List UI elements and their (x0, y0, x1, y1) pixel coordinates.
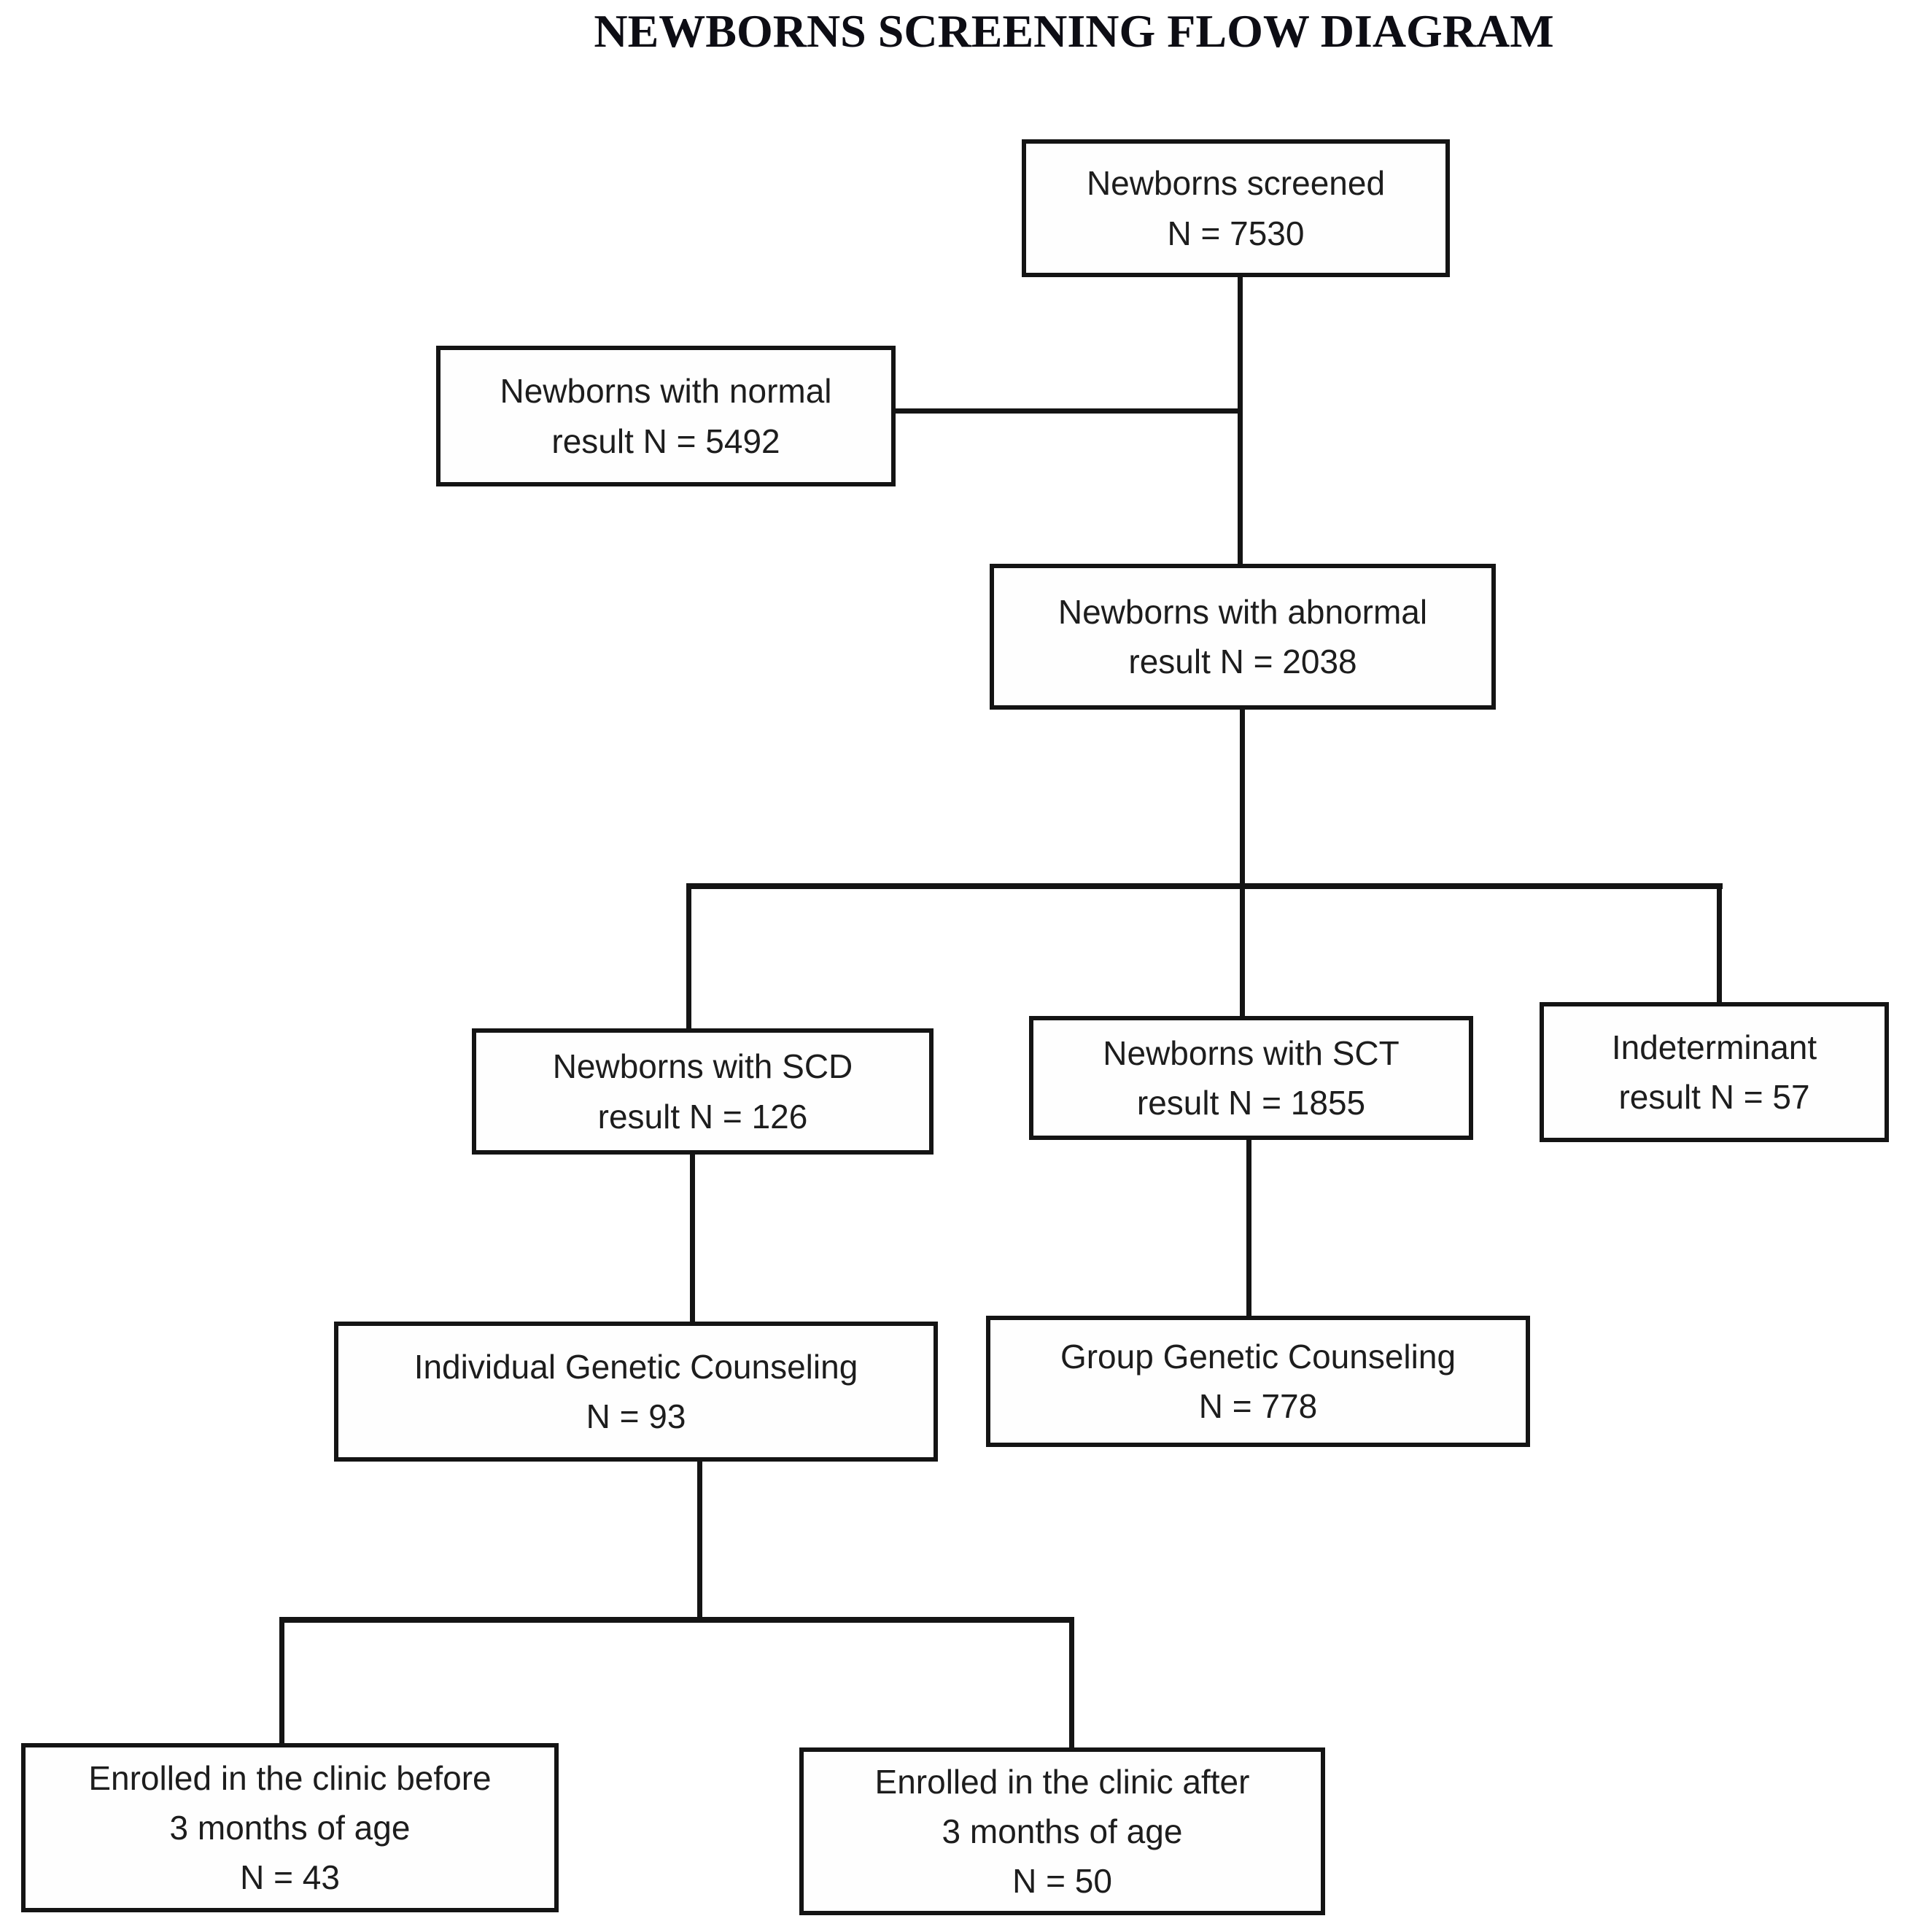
node-text-line: Indeterminant (1611, 1028, 1817, 1066)
node-text-line: N = 778 (1198, 1387, 1318, 1425)
node-newborns-screened: Newborns screened N = 7530 (1022, 139, 1450, 277)
node-text-line: 3 months of age (942, 1812, 1183, 1850)
node-group-genetic-counseling: Group Genetic Counseling N = 778 (986, 1316, 1530, 1447)
node-text-line: N = 93 (586, 1397, 686, 1435)
node-scd-result: Newborns with SCD result N = 126 (472, 1028, 934, 1155)
node-text-line: result N = 2038 (1128, 643, 1357, 680)
connector-individual-to-branch2 (697, 1459, 702, 1622)
connector-branch-horizontal (686, 883, 1723, 889)
node-text-line: Individual Genetic Counseling (414, 1347, 858, 1386)
node-text-line: 3 months of age (169, 1808, 411, 1847)
node-text-line: Enrolled in the clinic before (88, 1758, 492, 1797)
node-sct-result: Newborns with SCT result N = 1855 (1029, 1016, 1473, 1140)
diagram-title: NEWBORNS SCREENING FLOW DIAGRAM (594, 5, 1554, 57)
node-text-line: result N = 1855 (1136, 1084, 1366, 1122)
node-text-line: Newborns screened (1086, 164, 1386, 203)
node-text-line: Newborns with abnormal (1057, 592, 1428, 631)
node-text-line: Newborns with SCD (552, 1047, 853, 1086)
connector-branch-to-scd (686, 883, 691, 1031)
node-enrolled-before-3-months: Enrolled in the clinic before 3 months o… (21, 1743, 559, 1912)
node-indeterminant-result: Indeterminant result N = 57 (1540, 1002, 1889, 1142)
node-text-line: N = 7530 (1167, 214, 1305, 252)
connector-branch-to-sct (1240, 883, 1245, 1020)
node-text-line: Enrolled in the clinic after (874, 1762, 1250, 1801)
connector-sct-to-group (1246, 1136, 1251, 1320)
connector-scd-to-individual (690, 1151, 695, 1326)
connector-branch2-horizontal (279, 1617, 1074, 1623)
node-text-line: Newborns with SCT (1103, 1033, 1400, 1072)
node-text-line: result N = 5492 (551, 422, 780, 460)
node-text-line: Group Genetic Counseling (1060, 1337, 1456, 1376)
node-text-line: result N = 126 (597, 1097, 808, 1136)
connector-screened-to-normal (891, 408, 1242, 414)
node-individual-genetic-counseling: Individual Genetic Counseling N = 93 (334, 1322, 938, 1462)
node-text-line: N = 43 (240, 1858, 340, 1897)
connector-branch2-to-after (1069, 1617, 1074, 1751)
node-abnormal-result: Newborns with abnormal result N = 2038 (990, 564, 1496, 710)
connector-screened-to-abnormal (1238, 276, 1243, 567)
node-text-line: N = 50 (1012, 1862, 1112, 1901)
node-text-line: Newborns with normal (500, 372, 832, 411)
connector-abnormal-to-branch (1240, 706, 1245, 888)
connector-branch-to-indeterminant (1717, 883, 1722, 1006)
node-enrolled-after-3-months: Enrolled in the clinic after 3 months of… (799, 1747, 1325, 1915)
node-normal-result: Newborns with normal result N = 5492 (436, 346, 896, 486)
node-text-line: result N = 57 (1618, 1078, 1810, 1116)
connector-branch2-to-before (279, 1617, 284, 1747)
